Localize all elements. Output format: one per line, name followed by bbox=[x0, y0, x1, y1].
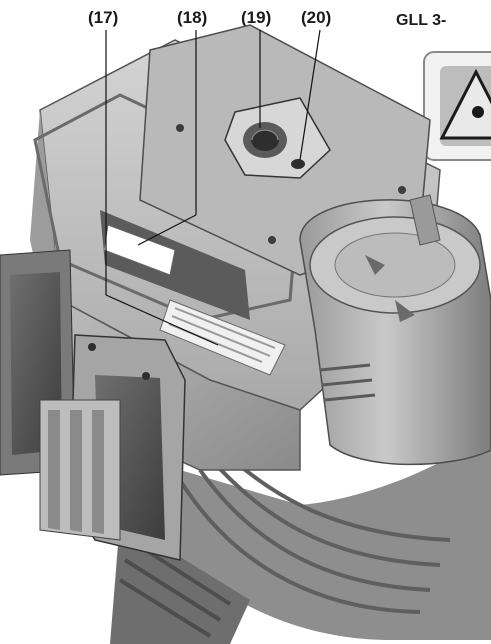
callout-18: (18) bbox=[177, 8, 208, 27]
laser-window bbox=[0, 249, 186, 561]
callout-leaders bbox=[105, 29, 321, 346]
callout-17: (17) bbox=[88, 8, 119, 27]
model-label: GLL 3- bbox=[396, 12, 447, 29]
device-labels bbox=[103, 224, 286, 376]
callout-20: (20) bbox=[301, 8, 332, 27]
callout-19: (19) bbox=[241, 8, 272, 27]
laser-warning-icon bbox=[423, 51, 491, 161]
battery-pack bbox=[299, 194, 491, 466]
